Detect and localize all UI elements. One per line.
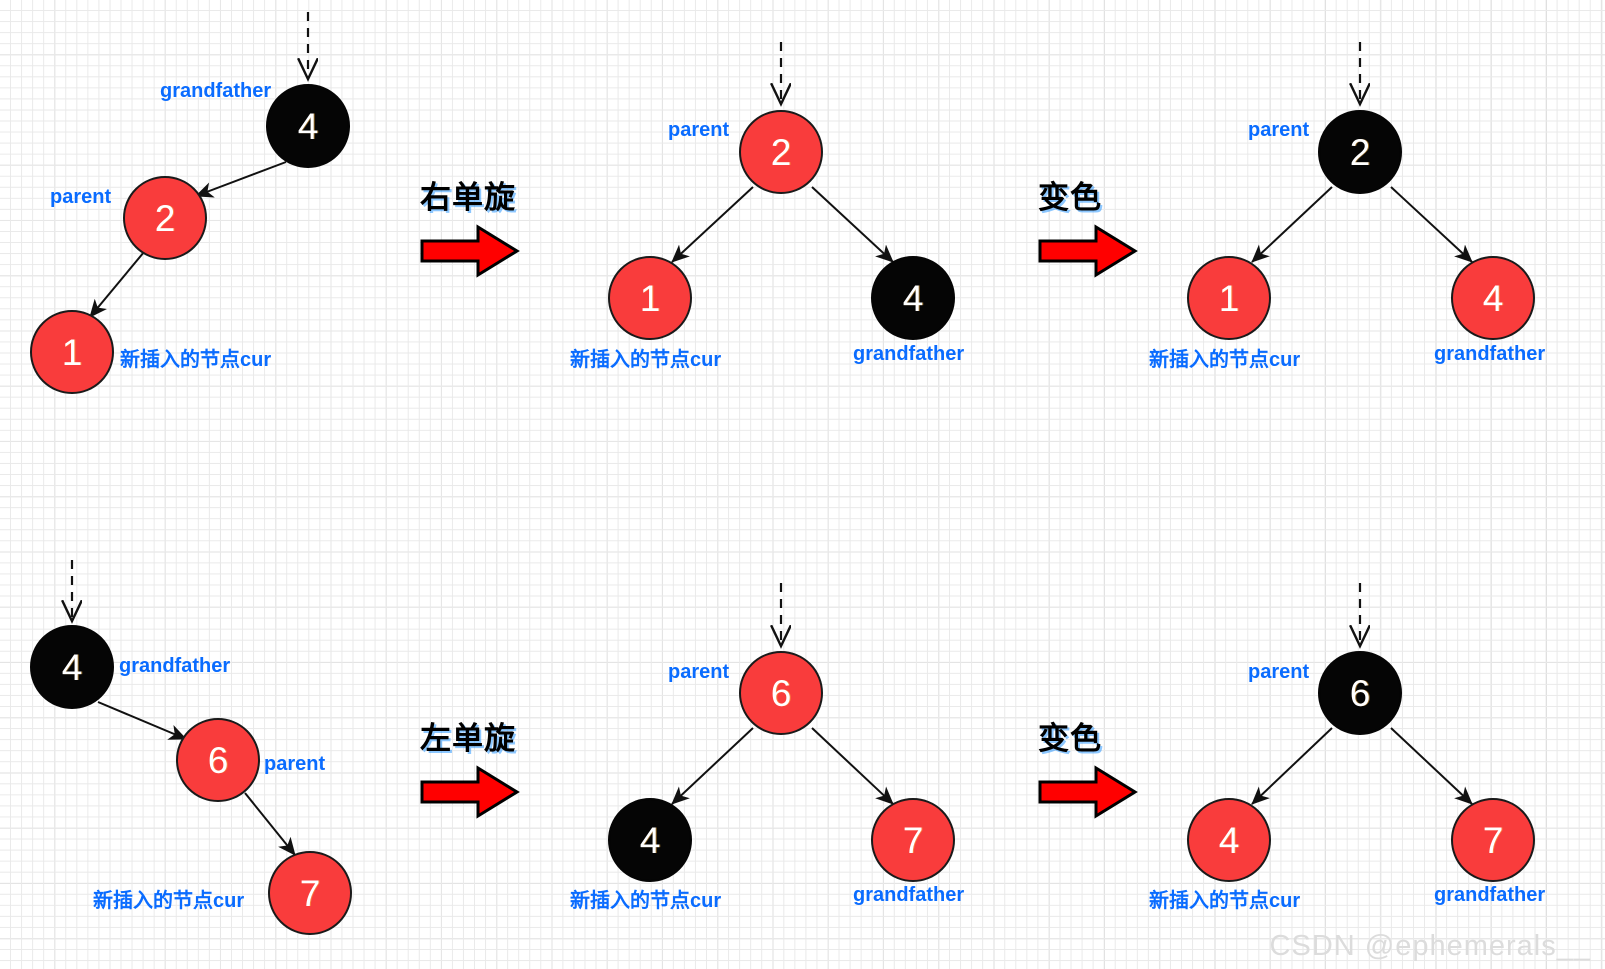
- edge-p-to-c: [89, 251, 145, 318]
- step-caption: 左单旋: [420, 721, 516, 757]
- node-label-grandfather: grandfather: [1434, 884, 1546, 906]
- red-arrow-icon: [1038, 764, 1188, 820]
- tree-node[interactable]: 6: [176, 718, 260, 802]
- tree-node[interactable]: 7: [268, 851, 352, 935]
- edge-p-to-left: [671, 186, 754, 263]
- node-label-cur: 新插入的节点cur: [93, 890, 245, 912]
- tree-node[interactable]: 1: [30, 310, 114, 394]
- tree-node[interactable]: 4: [30, 625, 114, 709]
- step-caption: 右单旋: [420, 180, 516, 216]
- tree-node[interactable]: 2: [123, 176, 207, 260]
- node-label-grandfather: grandfather: [119, 655, 231, 677]
- tree-node[interactable]: 4: [608, 798, 692, 882]
- step-right-rotate: 右单旋: [420, 172, 570, 279]
- node-label-cur: 新插入的节点cur: [570, 349, 722, 371]
- edge-g-to-p: [97, 701, 187, 740]
- tree-node[interactable]: 7: [871, 798, 955, 882]
- tree-node[interactable]: 4: [266, 84, 350, 168]
- tree-node[interactable]: 4: [1451, 256, 1535, 340]
- node-label-cur: 新插入的节点cur: [1149, 349, 1301, 371]
- edge-p-to-right: [811, 727, 894, 805]
- edge-p-to-right: [1390, 727, 1473, 805]
- tree-node[interactable]: 4: [1187, 798, 1271, 882]
- node-label-grandfather: grandfather: [853, 884, 965, 906]
- node-label-parent: parent: [668, 661, 730, 683]
- tree-node[interactable]: 1: [1187, 256, 1271, 340]
- tree-node[interactable]: 2: [739, 110, 823, 194]
- edge-p-to-right: [811, 186, 894, 263]
- node-label-parent: parent: [668, 119, 730, 141]
- node-label-cur: 新插入的节点cur: [1149, 890, 1301, 912]
- step-caption: 变色: [1038, 721, 1102, 757]
- tree-node[interactable]: 2: [1318, 110, 1402, 194]
- red-arrow-icon: [420, 764, 570, 820]
- step-caption: 变色: [1038, 180, 1102, 216]
- tree-node[interactable]: 7: [1451, 798, 1535, 882]
- node-label-parent: parent: [264, 753, 326, 775]
- node-label-cur: 新插入的节点cur: [570, 890, 722, 912]
- tree-node[interactable]: 4: [871, 256, 955, 340]
- step-left-rotate: 左单旋: [420, 713, 570, 820]
- edge-p-to-c: [244, 792, 296, 856]
- node-label-cur: 新插入的节点cur: [120, 349, 272, 371]
- tree-node[interactable]: 1: [608, 256, 692, 340]
- node-label-parent: parent: [50, 186, 112, 208]
- watermark: CSDN @ephemerals__: [1269, 930, 1591, 962]
- node-label-grandfather: grandfather: [853, 343, 965, 365]
- edge-p-to-left: [671, 727, 754, 805]
- tree-node[interactable]: 6: [1318, 651, 1402, 735]
- edge-g-to-p: [195, 161, 287, 198]
- node-label-parent: parent: [1248, 661, 1310, 683]
- edge-p-to-left: [1251, 727, 1333, 805]
- step-recolor-bottom: 变色: [1038, 713, 1188, 820]
- step-recolor-top: 变色: [1038, 172, 1188, 279]
- edge-p-to-left: [1251, 186, 1333, 263]
- edge-p-to-right: [1390, 186, 1473, 263]
- red-arrow-icon: [420, 223, 570, 279]
- node-label-grandfather: grandfather: [160, 80, 272, 102]
- red-arrow-icon: [1038, 223, 1188, 279]
- node-label-parent: parent: [1248, 119, 1310, 141]
- node-label-grandfather: grandfather: [1434, 343, 1546, 365]
- tree-node[interactable]: 6: [739, 651, 823, 735]
